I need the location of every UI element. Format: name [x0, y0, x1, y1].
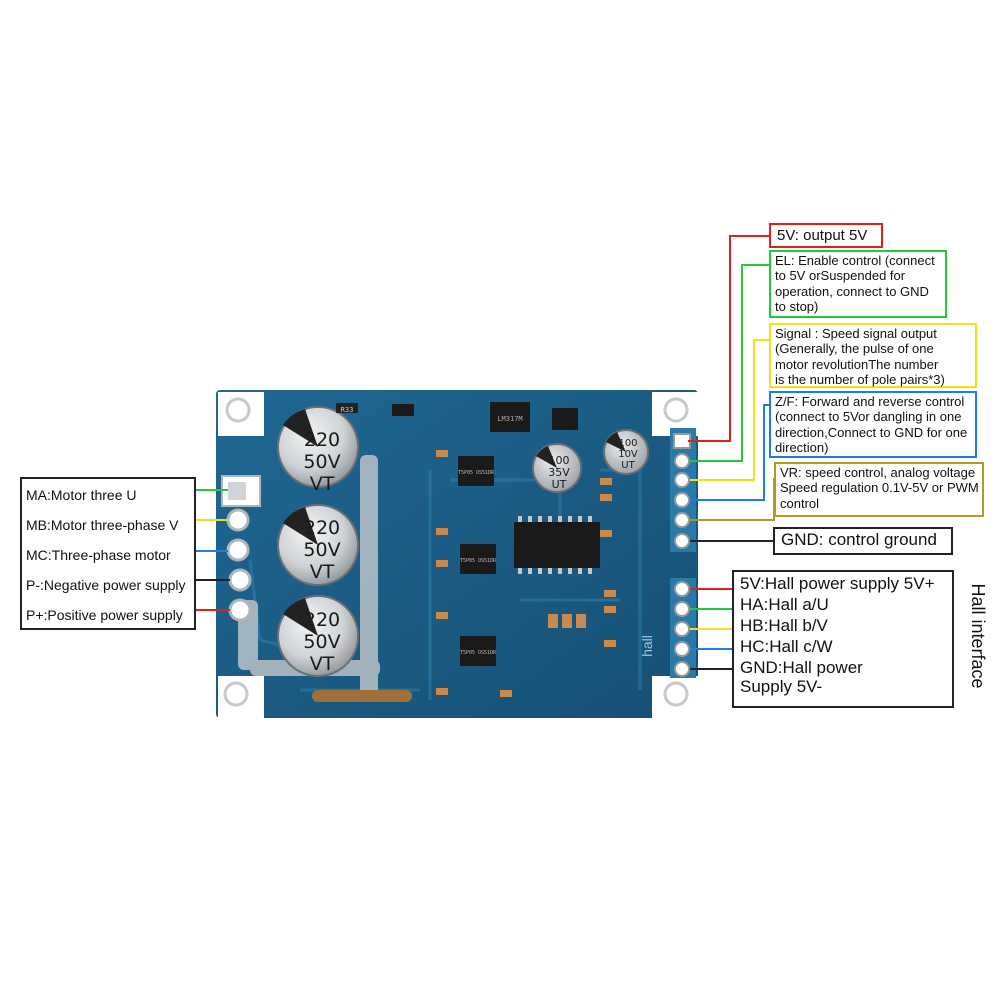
zf-line-4: direction) — [775, 439, 829, 455]
hall-item-c: HC:Hall c/W — [740, 637, 833, 656]
mosfet-driver-1: T5P05 OS51DR — [458, 456, 495, 486]
hall-item-gnd-2: Supply 5V- — [740, 677, 823, 696]
hall-item-5v: 5V:Hall power supply 5V+ — [740, 574, 935, 593]
enable-line-2: to 5V orSuspended for — [775, 268, 906, 284]
resistor-code: R33 — [341, 406, 354, 414]
capacitor-small-b: 100 10V UT — [603, 429, 649, 475]
vr-line-1: VR: speed control, analog voltage — [780, 465, 976, 480]
zf-line-1: Z/F: Forward and reverse control — [775, 394, 965, 409]
cap-small-b-line3: UT — [621, 460, 635, 471]
enable-line-4: to stop) — [775, 298, 819, 314]
left-item-ma: MA:Motor three U — [26, 487, 137, 503]
hall-item-a: HA:Hall a/U — [740, 595, 829, 614]
regulator-code: LM317M — [497, 415, 522, 423]
mosfet-driver-2: T5P05 OS51DR — [460, 544, 497, 574]
signal-line-2: (Generally, the pulse of one — [775, 341, 934, 357]
mosfet-driver-3: T5P05 OS51DR — [460, 636, 497, 666]
capacitor-large-1 — [277, 406, 359, 488]
capacitor-large-3 — [277, 595, 359, 677]
mosfet-code-1: T5P05 OS51DR — [458, 470, 495, 476]
hall-interface-title: Hall interface — [968, 583, 988, 689]
label-speed-signal: Signal : Speed signal output (Generally,… — [769, 323, 977, 388]
left-item-mc: MC:Three-phase motor — [26, 547, 171, 563]
cap2-line3: VT — [310, 561, 335, 583]
cap-small-a-line1: 100 — [549, 454, 570, 467]
cap3-line3: VT — [310, 653, 335, 675]
mounting-holes — [218, 392, 698, 718]
diode-top — [392, 404, 414, 416]
label-enable-control: EL: Enable control (connect to 5V orSusp… — [769, 250, 947, 318]
cap-small-b-line2: 10V — [618, 449, 638, 460]
left-item-mb: MB:Motor three-phase V — [26, 517, 179, 533]
label-forward-reverse: Z/F: Forward and reverse control (connec… — [769, 391, 977, 458]
cap-small-a-line2: 35V — [548, 466, 570, 479]
label-hall-interface: 5V:Hall power supply 5V+ HA:Hall a/U HB:… — [732, 570, 954, 708]
capacitor-small-a: 100 35V UT — [532, 443, 582, 493]
cap-small-a-line3: UT — [552, 478, 567, 491]
output-5v-text: 5V: output 5V — [777, 227, 868, 244]
cap2-line2: 50V — [303, 539, 340, 561]
connector-lines — [195, 235, 775, 670]
line-forward-reverse — [690, 404, 769, 501]
cap-small-b-line1: 100 — [618, 438, 637, 449]
enable-line-3: operation, connect to GND — [775, 283, 929, 299]
zf-line-2: (connect to 5Vor dangling in one — [775, 409, 962, 425]
label-output-5v: 5V: output 5V — [769, 223, 883, 248]
regulator-chip: LM317M — [490, 402, 530, 432]
shunt-wire — [312, 690, 412, 702]
line-signal — [690, 339, 769, 481]
gnd-text: GND: control ground — [781, 530, 937, 549]
cap2-line1: 220 — [304, 517, 340, 539]
left-item-pp: P+:Positive power supply — [26, 607, 183, 623]
line-output-5v — [688, 235, 769, 442]
cap1-line2: 50V — [303, 451, 340, 473]
hall-item-b: HB:Hall b/V — [740, 616, 828, 635]
enable-line-1: EL: Enable control (connect — [775, 253, 935, 268]
cap1-line3: VT — [310, 473, 335, 495]
control-header — [670, 428, 696, 552]
left-item-pn: P-:Negative power supply — [26, 577, 186, 593]
hall-item-gnd: GND:Hall power — [740, 658, 863, 677]
cap3-line2: 50V — [303, 631, 340, 653]
controller-ic — [514, 516, 600, 574]
capacitor-large-labels: 220 50V VT 220 50V VT 220 50V VT — [303, 429, 340, 675]
vr-line-3: control — [780, 495, 820, 511]
zf-line-3: direction,Connect to GND for one — [775, 424, 968, 440]
mosfet-code-2: T5P05 OS51DR — [460, 558, 497, 564]
signal-line-3: motor revolutionThe number — [775, 356, 939, 372]
cap1-line1: 220 — [304, 429, 340, 451]
resistor-top — [336, 403, 358, 413]
signal-line-4: is the number of pole pairs*3) — [775, 371, 945, 387]
hall-silkscreen: hall — [639, 635, 655, 657]
label-motor-power: MA:Motor three U MB:Motor three-phase V … — [20, 477, 196, 630]
transistor-top — [552, 408, 578, 430]
label-control-ground: GND: control ground — [773, 527, 953, 555]
vr-line-2: Speed regulation 0.1V-5V or PWM — [780, 480, 979, 496]
line-enable — [690, 264, 769, 462]
mosfet-code-3: T5P05 OS51DR — [460, 650, 497, 656]
signal-line-1: Signal : Speed signal output — [775, 326, 937, 341]
label-speed-control: VR: speed control, analog voltage Speed … — [774, 462, 984, 517]
capacitor-large-2 — [277, 504, 359, 586]
cap3-line1: 220 — [304, 609, 340, 631]
smd-components — [436, 450, 616, 697]
